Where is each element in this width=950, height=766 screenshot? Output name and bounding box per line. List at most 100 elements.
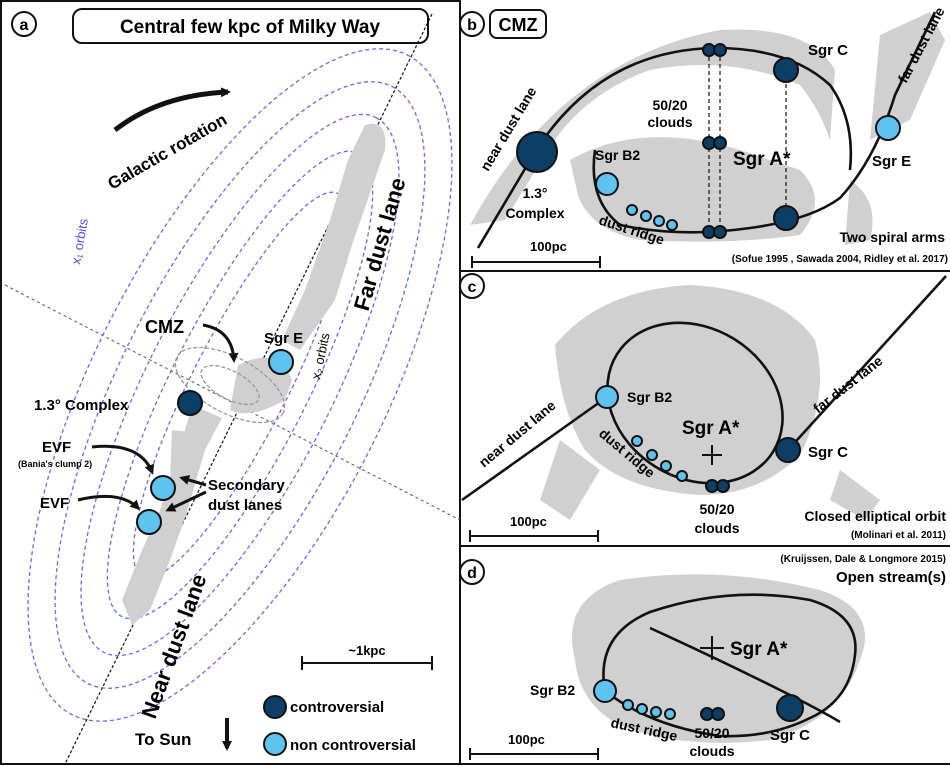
dust-ridge-marker-b-3 [653,215,665,227]
to-sun-label: To Sun [135,730,191,749]
refs-label-d: (Kruijssen, Dale & Longmore 2015) [780,554,946,565]
sgr-c-label-d: Sgr C [770,727,810,744]
sgr-b2-marker-b [595,172,619,196]
sgr-a-label-c: Sgr A* [682,418,740,439]
secondary-lanes-label-2: dust lanes [208,497,282,514]
sgr-c-label-b: Sgr C [808,42,848,59]
sgr-e-marker-a [268,349,294,375]
sgr-c-marker-b [773,57,799,83]
scale-label-d: 100pc [508,732,545,747]
sgr-c-marker-c [775,437,801,463]
evf-label-1: EVF [42,439,71,456]
dust-ridge-marker-c-4 [676,470,688,482]
legend-non-controversial-label: non controversial [290,737,416,754]
dust-ridge-marker-d-4 [664,708,676,720]
panel-c-letter: c [468,279,477,296]
secondary-lanes-label-1: Secondary [208,477,285,494]
panel-b: b CMZ Sgr C far dust lane near dust lane… [459,4,948,268]
panel-b-title-box [489,9,547,39]
complex-label-b-2: Complex [505,205,564,221]
panel-a: a Central few kpc of Milky Way Gala [4,8,461,765]
panel-d: d (Kruijssen, Dale & Longmore 2015) Open… [459,554,946,760]
evf-arrow-2 [77,494,141,511]
cloud-marker-b-top-2 [713,43,727,57]
stream-arc-d [649,626,841,724]
sgr-a-label-d: Sgr A* [730,639,788,660]
refs-label-c: (Molinari et al. 2011) [851,530,946,541]
dust-ridge-marker-b-2 [640,210,652,222]
dust-ridge-marker-d-2 [636,703,648,715]
secondary-arrow-2 [165,490,207,512]
evf-marker-2 [136,509,162,535]
evf-label-2: EVF [40,495,69,512]
panel-b-letter-circle [459,11,485,37]
panel-a-frame [0,0,461,765]
stream-outer-d [602,593,857,738]
sgr-c-marker-b-lower [773,205,799,231]
clouds-label-d-1: 50/20 [694,725,729,741]
complex-marker-a [177,390,203,416]
x2-orbit-outer [174,346,286,424]
panel-a-letter: a [20,17,29,34]
scale-label-b: 100pc [530,239,567,254]
rotation-arrow [113,87,231,132]
refs-label-b: (Sofue 1995 , Sawada 2004, Ridley et al.… [732,254,948,265]
evf-note-1: (Bania's clump 2) [18,459,92,469]
panel-b-title: CMZ [499,15,538,35]
far-dust-lane-label-c: far dust lane [810,352,886,416]
sgr-b2-label-d: Sgr B2 [530,682,575,698]
cloud-marker-b-mid-2 [713,136,727,150]
x1-orbit-2 [54,81,426,689]
clouds-label-c-2: clouds [694,520,739,536]
x1-orbit-3 [80,113,400,657]
model-label-d: Open stream(s) [836,569,946,586]
secondary-arrow-1 [179,475,207,487]
sgr-b2-marker-d [593,679,617,703]
arm-2-b [592,11,937,234]
closed-orbit-c [606,321,784,485]
gas-distribution-c [540,285,880,520]
legend-controversial-marker [263,695,287,719]
scale-label-a: ~1kpc [348,643,385,658]
dust-ridge-marker-d-3 [650,706,662,718]
clouds-label-c-1: 50/20 [699,501,734,517]
complex-label-a: 1.3° Complex [34,397,129,414]
evf-arrow-1 [91,444,155,475]
dust-ridge-marker-d-1 [622,699,634,711]
evf-marker-1 [150,475,176,501]
sgr-c-marker-d [776,694,804,722]
legend-non-controversial-marker [263,732,287,756]
x2-orbit-inner [200,364,260,406]
sgr-a-label-b: Sgr A* [733,149,791,170]
dust-ridge-marker-c-2 [646,449,658,461]
cmz-label: CMZ [145,317,184,337]
sgr-b2-label-c: Sgr B2 [627,389,672,405]
sgr-e-label-a: Sgr E [264,330,303,347]
cloud-marker-d-2 [711,707,725,721]
cloud-marker-b-bot-2 [713,225,727,239]
panel-a-title-box [72,8,429,44]
cloud-marker-c-2 [716,479,730,493]
arm-1-b [476,46,853,249]
sgr-b2-label-b: Sgr B2 [595,147,640,163]
legend-controversial-label: controversial [290,699,384,716]
complex-marker-b [516,131,558,173]
x1-orbits-label: x₁ orbits [68,217,91,266]
clouds-label-b-2: clouds [647,114,692,130]
panel-d-letter-circle [459,559,485,585]
panel-a-title: Central few kpc of Milky Way [120,17,381,38]
sgr-c-label-c: Sgr C [808,444,848,461]
far-lane-c [787,275,947,451]
clouds-label-b-1: 50/20 [652,97,687,113]
dust-ridge-marker-b-1 [626,204,638,216]
model-label-c: Closed elliptical orbit [804,508,946,524]
sgr-e-label-b: Sgr E [872,153,911,170]
complex-label-b-1: 1.3° [522,185,547,201]
gas-distribution-a [122,123,386,625]
sgr-e-marker-b [875,115,901,141]
model-label-b: Two spiral arms [839,229,945,245]
panel-c: c near dust lane far dust lane Sgr B2 Sg… [459,273,947,542]
dust-ridge-marker-c-1 [631,435,643,447]
panel-d-letter: d [467,565,477,582]
